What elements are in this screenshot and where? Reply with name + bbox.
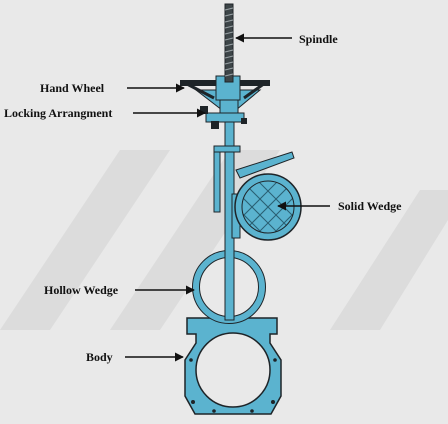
label-spindle: Spindle xyxy=(299,32,338,46)
body-port xyxy=(195,332,271,408)
guide-rod xyxy=(213,147,221,213)
label-solid-wedge: Solid Wedge xyxy=(338,199,402,213)
body-bolt-holes xyxy=(189,358,277,413)
threaded-spindle xyxy=(224,3,234,83)
label-body: Body xyxy=(86,350,113,364)
label-hollow-wedge: Hollow Wedge xyxy=(44,283,119,297)
label-locking-arrangement: Locking Arrangment xyxy=(4,106,113,120)
label-hand-wheel: Hand Wheel xyxy=(40,81,105,95)
background-chevrons xyxy=(0,150,448,330)
